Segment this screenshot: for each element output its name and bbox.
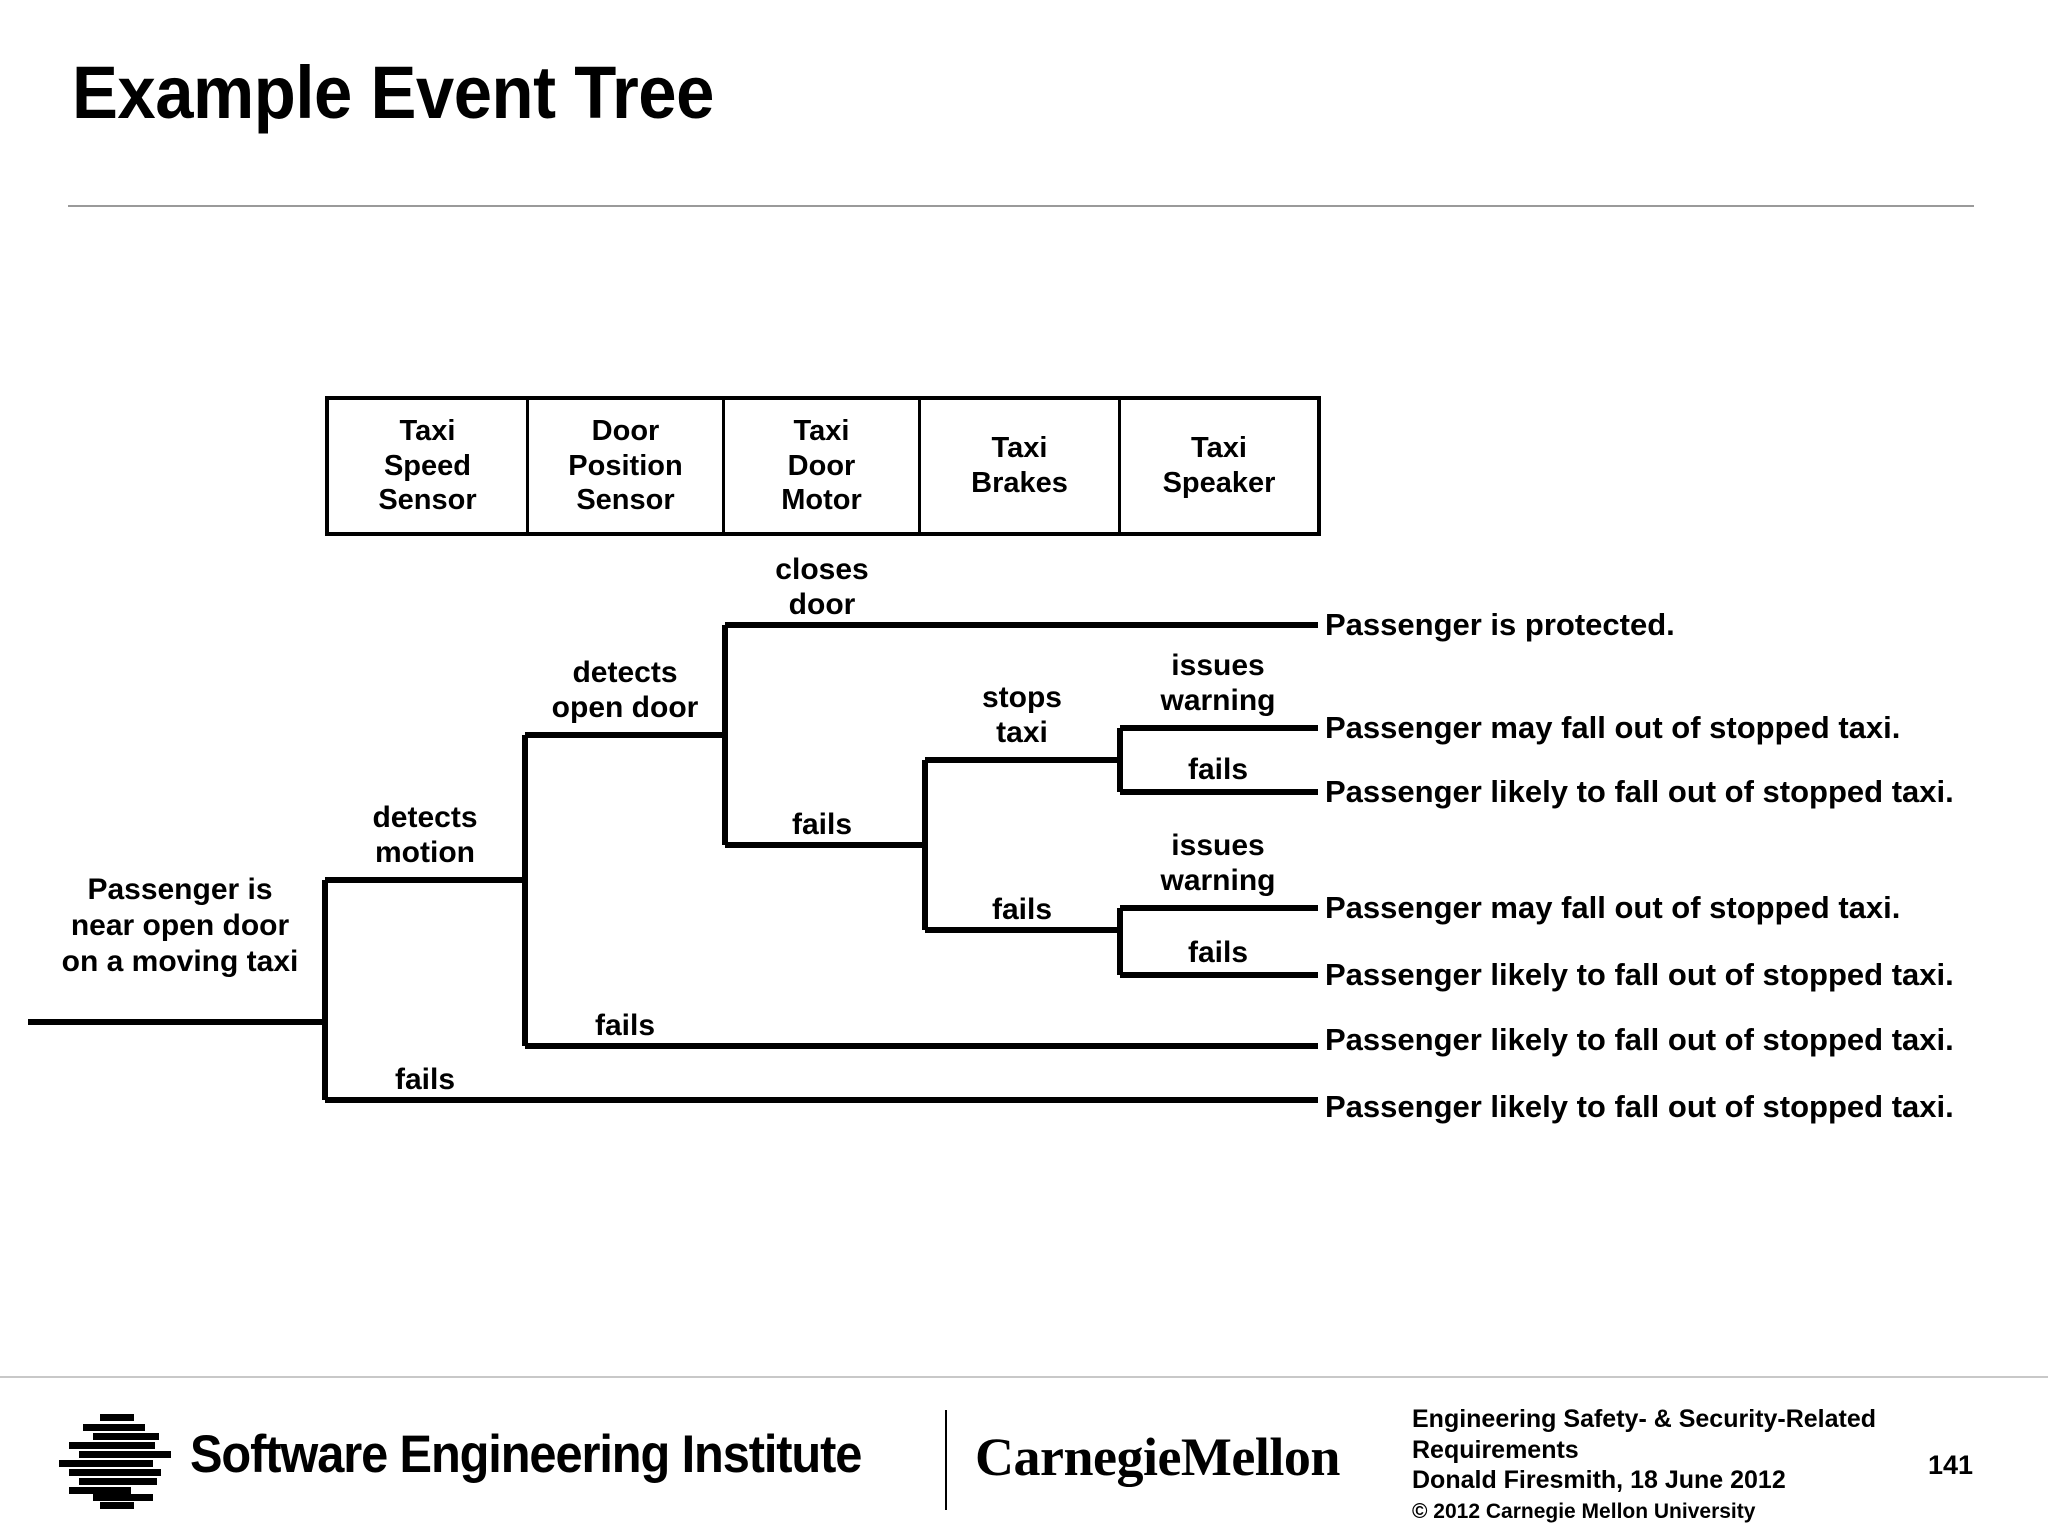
footer-divider-line — [0, 1376, 2048, 1378]
branch-label-closes-door: closes door — [775, 553, 869, 622]
page-title: Example Event Tree — [72, 51, 714, 134]
branch-label-detects-motion: detects motion — [372, 801, 478, 870]
branch-label-brakes-fails: fails — [991, 893, 1053, 926]
outcome-label-6: Passenger likely to fall out of stopped … — [1325, 1022, 1954, 1057]
header-cell-door-position-sensor: Door Position Sensor — [529, 400, 725, 532]
branch-label-detects-open-door: detects open door — [551, 656, 699, 725]
outcome-label-3: Passenger likely to fall out of stopped … — [1325, 774, 1954, 809]
outcome-label-4: Passenger may fall out of stopped taxi. — [1325, 890, 1901, 925]
footer-logo-separator — [945, 1410, 947, 1510]
page-number: 141 — [1928, 1450, 1974, 1480]
footer-copyright: © 2012 Carnegie Mellon University — [1412, 1500, 1756, 1523]
event-tree-header-table: Taxi Speed Sensor Door Position Sensor T… — [325, 396, 1321, 536]
title-divider — [68, 205, 1974, 207]
branch-label-speaker-fails-upper: fails — [1187, 753, 1249, 786]
header-cell-taxi-brakes: Taxi Brakes — [921, 400, 1121, 532]
header-cell-taxi-speaker: Taxi Speaker — [1162, 432, 1276, 499]
branch-label-speaker-issues-warning-lower: issues warning — [1160, 829, 1276, 898]
carnegie-mellon-wordmark: CarnegieMellon — [975, 1427, 1340, 1487]
initiating-event-label: Passenger is near open door on a moving … — [61, 873, 299, 978]
branch-label-stops-taxi: stops taxi — [981, 681, 1062, 750]
outcome-label-1: Passenger is protected. — [1325, 607, 1675, 642]
branch-label-motor-fails: fails — [791, 808, 853, 841]
outcome-label-5: Passenger likely to fall out of stopped … — [1325, 957, 1954, 992]
branch-label-door-fails: fails — [594, 1009, 656, 1042]
sei-logo-icon — [59, 1414, 171, 1509]
outcome-label-2: Passenger may fall out of stopped taxi. — [1325, 710, 1901, 745]
footer-presentation-meta: Engineering Safety- & Security-Related R… — [1412, 1405, 1877, 1494]
branch-label-speaker-fails-lower: fails — [1187, 936, 1249, 969]
branch-label-speaker-issues-warning-upper: issues warning — [1160, 649, 1276, 718]
header-cell-taxi-door-motor: Taxi Door Motor — [725, 400, 921, 532]
branch-label-speed-fails: fails — [394, 1063, 456, 1096]
outcome-label-7: Passenger likely to fall out of stopped … — [1325, 1089, 1954, 1124]
sei-wordmark: Software Engineering Institute — [190, 1425, 862, 1484]
header-cell-taxi-speed-sensor: Taxi Speed Sensor — [329, 400, 529, 532]
